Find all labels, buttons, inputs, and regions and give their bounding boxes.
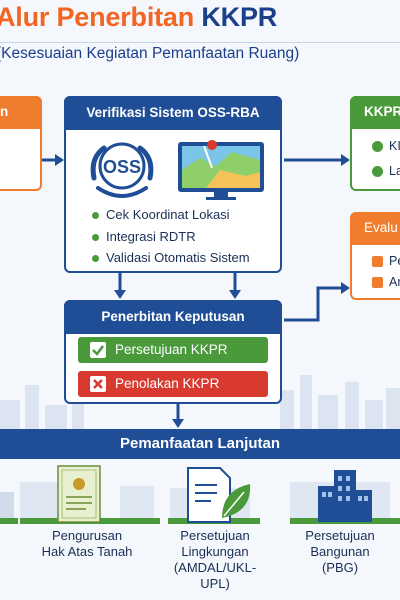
document-leaf-icon — [187, 467, 251, 523]
evaluasi-item: Ar — [389, 275, 400, 289]
bullet-dot — [92, 234, 99, 241]
page-subtitle: (Kesesuaian Kegiatan Pemanfaatan Ruang) — [0, 45, 300, 62]
page-title: Alur Penerbitan KKPR — [0, 2, 278, 32]
keputusan-title: Penerbitan Keputusan — [64, 300, 282, 334]
map-monitor-icon — [178, 140, 264, 200]
bullet-dot — [92, 212, 99, 219]
bullet-dot — [92, 255, 99, 262]
land-certificate-icon — [57, 465, 101, 523]
check-square-icon — [372, 256, 383, 267]
header-divider — [0, 42, 400, 43]
kkpr-item: KI — [389, 139, 400, 153]
penolakan-kkpr-label: Penolakan KKPR — [115, 376, 220, 391]
bottom-icons-row — [0, 465, 400, 524]
persetujuan-kkpr-badge: Persetujuan KKPR — [78, 337, 268, 363]
permohonan-header: n — [0, 96, 42, 129]
kkpr-item: La — [389, 164, 400, 178]
persetujuan-kkpr-label: Persetujuan KKPR — [115, 342, 228, 357]
buildings-icon — [318, 470, 372, 522]
check-square-icon — [372, 277, 383, 288]
checkmark-icon — [90, 342, 106, 358]
pemanfaatan-lanjutan-band: Pemanfaatan Lanjutan — [0, 429, 400, 459]
oss-item-koordinat: Cek Koordinat Lokasi — [106, 207, 230, 222]
svg-text:OSS: OSS — [103, 157, 141, 177]
oss-item-validasi: Validasi Otomatis Sistem — [106, 250, 250, 265]
penolakan-kkpr-badge: Penolakan KKPR — [78, 371, 268, 397]
check-circle-icon — [372, 141, 383, 152]
x-mark-icon — [90, 376, 106, 392]
check-circle-icon — [372, 166, 383, 177]
kkpr-header: KKPR — [350, 96, 400, 129]
evaluasi-item: Pe — [389, 254, 400, 268]
evaluasi-header: Evalu — [350, 212, 400, 245]
oss-item-rdtr: Integrasi RDTR — [106, 229, 196, 244]
oss-verification-title: Verifikasi Sistem OSS-RBA — [64, 96, 282, 130]
oss-logo-icon: OSS — [90, 142, 154, 198]
